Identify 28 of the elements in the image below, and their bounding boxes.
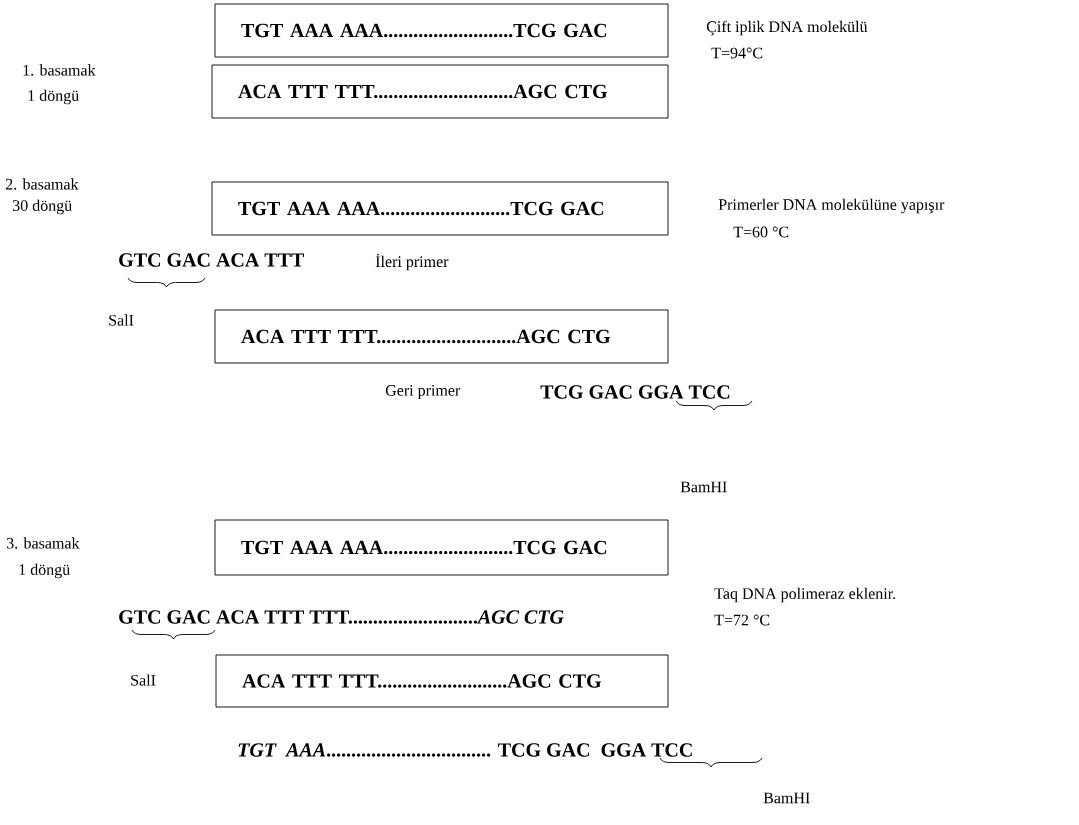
- sequence-box: TGT AAA AAA..........................TCG GAC: [214, 519, 669, 576]
- primer-label: İleri primer: [375, 253, 449, 271]
- primer-sequence: TCG GAC GGA TCC: [540, 385, 730, 399]
- cycle-label: 1 döngü: [19, 563, 70, 579]
- cycle-label: 1 döngü: [28, 89, 79, 105]
- step-label: 3. basamak: [6, 537, 80, 549]
- note-text: Taq DNA polimeraz eklenir.: [714, 587, 896, 603]
- cycle-label: 30 döngü: [12, 199, 72, 215]
- sequence-box: ACA TTT TTT..........................AGC CTG: [215, 654, 669, 708]
- enzyme-label: SalI: [109, 314, 134, 326]
- temperature-text: T=72 °C: [714, 614, 770, 626]
- sequence-box: ACA TTT TTT............................AGC CTG: [214, 309, 669, 364]
- temperature-text: T=94°C: [711, 47, 763, 59]
- temperature-text: T=60 °C: [733, 226, 789, 238]
- step-label: 1. basamak: [23, 64, 96, 76]
- sequence-box: TGT AAA AAA..........................TCG GAC: [214, 3, 669, 58]
- enzyme-label: BamHI: [763, 792, 810, 804]
- primer-label: Geri primer: [385, 385, 461, 399]
- primer-sequence: GTC GAC ACA TTT: [119, 253, 304, 267]
- note-text: Çift iplik DNA molekülü: [706, 20, 868, 36]
- sequence-box: TGT AAA AAA..........................TCG GAC: [211, 181, 669, 236]
- sequence-box: ACA TTT TTT............................AGC CTG: [211, 64, 669, 119]
- note-text: Primerler DNA molekülüne yapışır: [718, 198, 945, 214]
- enzyme-label: SalI: [131, 674, 156, 686]
- strand-sequence: TGT AAA................................. TCG GAC GGA TCC: [238, 743, 692, 757]
- step-label: 2. basamak: [5, 178, 79, 190]
- enzyme-label: BamHI: [680, 481, 727, 493]
- strand-sequence: GTC GAC ACA TTT TTT..........................AGC CTG: [119, 610, 564, 624]
